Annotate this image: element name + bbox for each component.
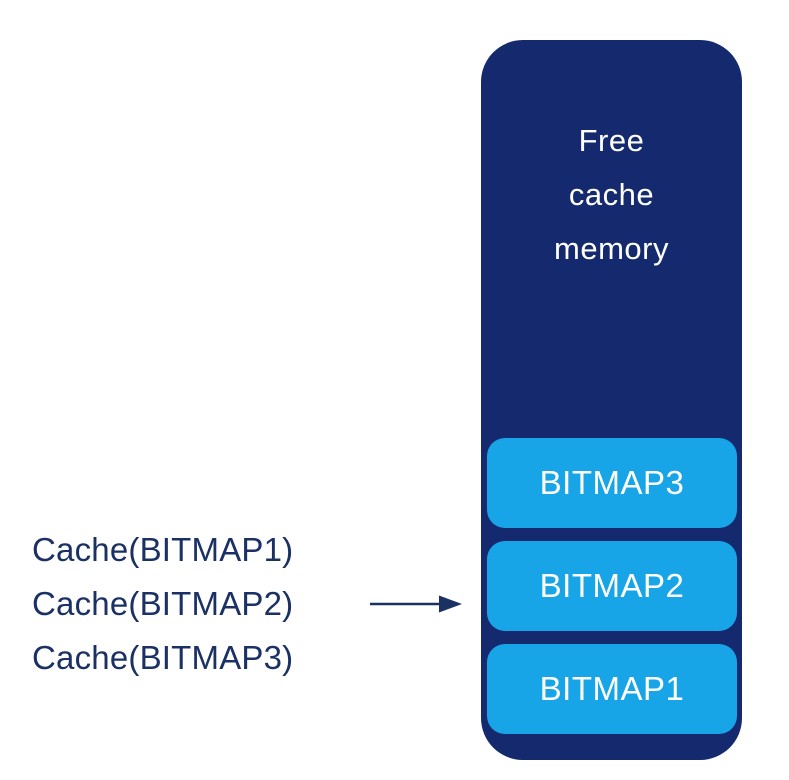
title-line: Free [578, 123, 645, 158]
bitmap3-block: BITMAP3 [487, 438, 737, 528]
cache-operations-list: Cache(BITMAP1) Cache(BITMAP2) Cache(BITM… [32, 523, 293, 685]
bitmap3-label: BITMAP3 [539, 464, 685, 501]
free-cache-memory-title: Free cache memory [481, 114, 742, 276]
title-line: memory [554, 231, 669, 266]
bitmap2-label: BITMAP2 [539, 567, 685, 604]
cache-operation: Cache(BITMAP3) [32, 639, 294, 676]
cache-operation: Cache(BITMAP1) [32, 531, 294, 568]
arrow-right-icon [370, 595, 462, 613]
free-cache-memory-container: Free cache memory BITMAP3 BITMAP2 BITMAP… [481, 40, 742, 760]
bitmap1-block: BITMAP1 [487, 644, 737, 734]
bitmap2-block: BITMAP2 [487, 541, 737, 631]
bitmap1-label: BITMAP1 [539, 670, 685, 707]
cache-operation: Cache(BITMAP2) [32, 585, 294, 622]
cached-bitmap-stack: BITMAP3 BITMAP2 BITMAP1 [487, 438, 737, 734]
title-line: cache [568, 177, 655, 212]
